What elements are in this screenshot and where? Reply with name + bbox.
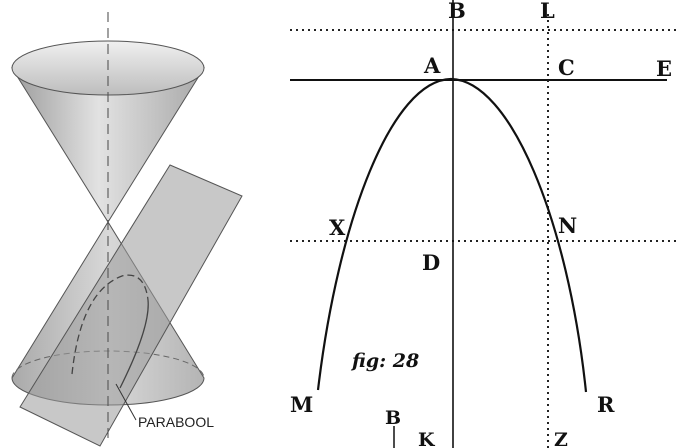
point-R: R [597, 392, 615, 417]
point-N: N [558, 213, 577, 238]
parabola-label: PARABOOL [138, 414, 214, 430]
parabola-curve [316, 77, 588, 393]
point-A: A [423, 53, 441, 78]
point-B-top: B [448, 0, 466, 23]
parabola-section-front [119, 299, 149, 389]
point-C: C [558, 55, 575, 80]
parabola-construction-figure: B L A C E X N D fig: 28 M R B K Z [290, 0, 677, 448]
point-X: X [329, 215, 346, 240]
point-L: L [540, 0, 555, 23]
double-cone-diagram: PARABOOL [11, 12, 243, 447]
figure-caption: fig: 28 [350, 350, 419, 372]
point-B-bottom: B [385, 407, 401, 429]
cutting-plane [19, 164, 243, 447]
point-M: M [290, 392, 313, 417]
point-D: D [422, 250, 440, 275]
point-Z: Z [554, 429, 568, 448]
parabola-section [71, 274, 149, 375]
point-K: K [418, 429, 436, 448]
label-leader-line [115, 383, 137, 421]
point-E: E [656, 56, 672, 81]
